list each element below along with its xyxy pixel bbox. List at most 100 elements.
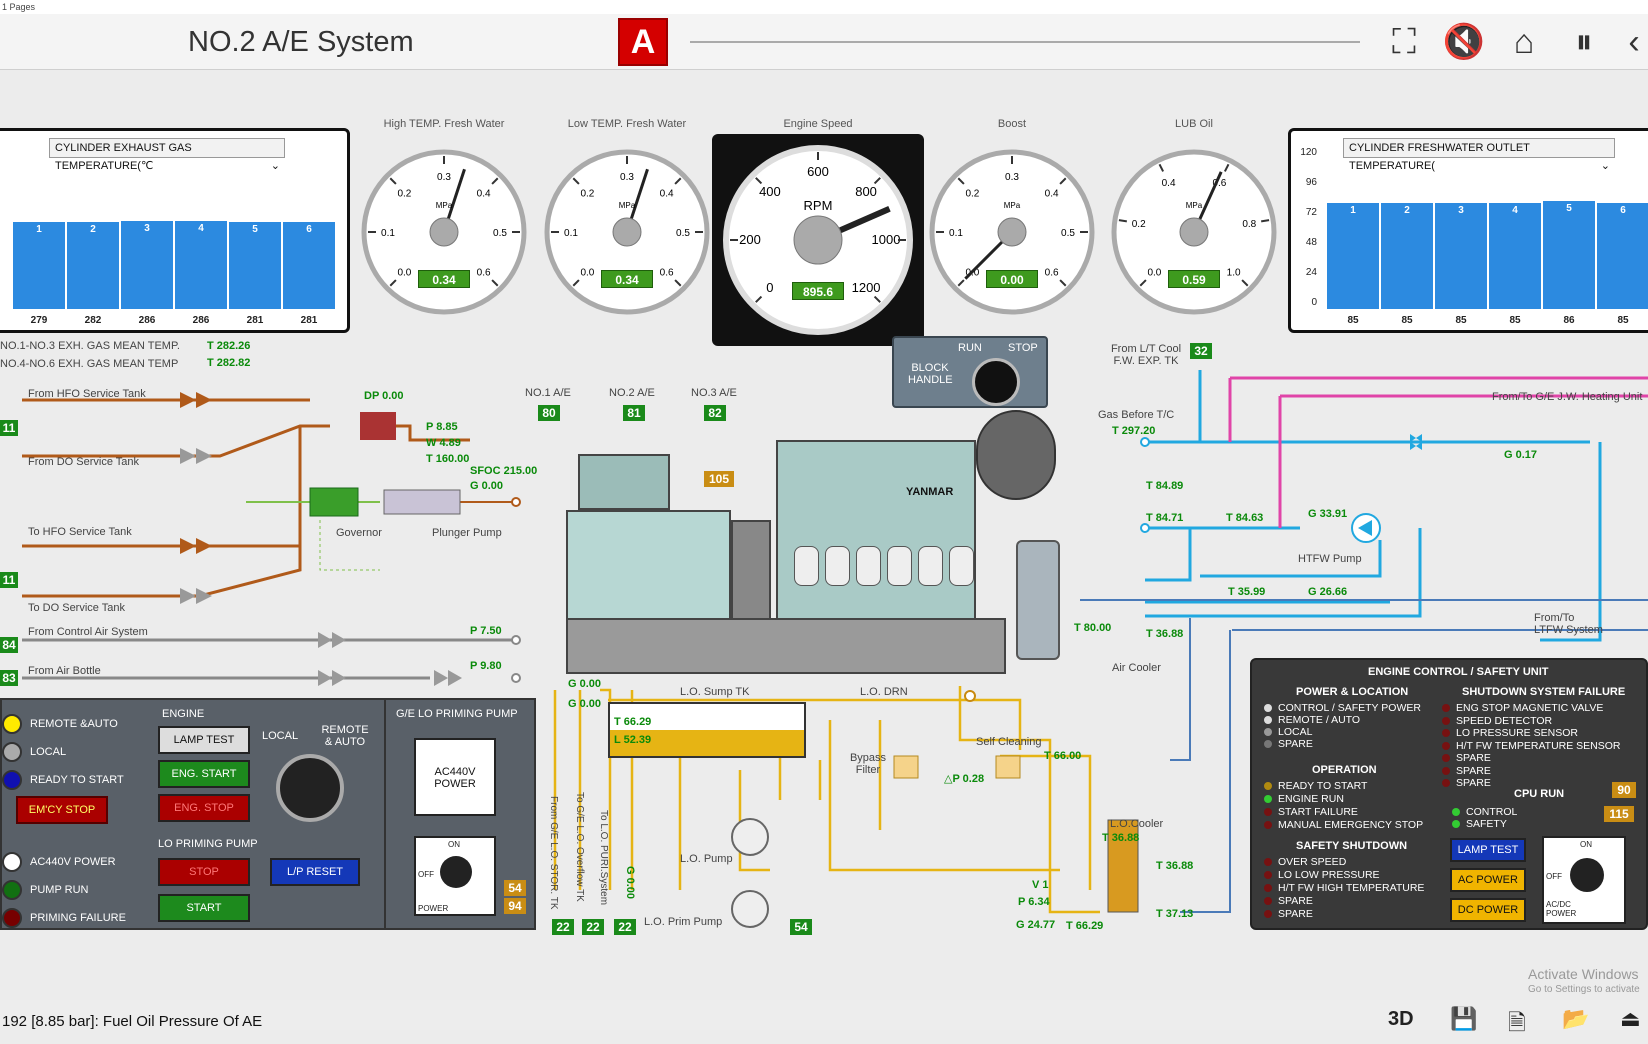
engine-label: ENGINE [162, 708, 205, 720]
gauge-title: Engine Speed [783, 118, 853, 130]
block-handle-knob[interactable] [972, 358, 1020, 406]
remote-auto-lamp [2, 714, 22, 734]
power-location-heading: POWER & LOCATION [1296, 686, 1409, 698]
lo-t6629b: T 66.29 [1066, 920, 1104, 932]
lo-prim-pump-label: L.O. Prim Pump [644, 916, 723, 928]
priming-failure-lamp [2, 908, 22, 928]
save-icon[interactable]: 💾 [1450, 1006, 1478, 1031]
gauge-tick: 200 [739, 232, 761, 247]
mute-icon[interactable]: 🔇 [1442, 23, 1486, 61]
local-label: LOCAL [30, 746, 67, 758]
lo-cooler-t2: T 36.88 [1156, 860, 1194, 872]
home-icon[interactable]: ⌂ [1513, 23, 1535, 61]
lo-pump-label: L.O. Pump [680, 853, 733, 865]
ac-power-button[interactable]: AC POWER [1450, 868, 1526, 892]
htfw-pump-label: HTFW Pump [1298, 553, 1362, 565]
gauge-value: 0.34 [601, 270, 653, 288]
freshwater-temp-chart: CYLINDER FRESHWATER OUTLET TEMPERATURE(⌄… [1288, 128, 1648, 333]
3d-view-button[interactable]: 3D [1388, 1008, 1414, 1030]
exhaust-bar [13, 222, 65, 309]
no1-ae-label: NO.1 A/E [525, 387, 571, 399]
exh-mean-value-2: T 282.82 [207, 357, 251, 369]
puri-label: To L.O. PURI.System [598, 810, 609, 906]
gas-tc-value: T 297.20 [1112, 425, 1156, 437]
remote-switch-label: REMOTE & AUTO [321, 724, 369, 748]
priming-box-94: 94 [504, 898, 526, 914]
gas-tc-label: Gas Before T/C [1098, 409, 1175, 421]
eng-stop-button[interactable]: ENG. STOP [158, 794, 250, 822]
report-icon[interactable]: 🗎 [1508, 1010, 1526, 1035]
gauge-value: 895.6 [792, 282, 844, 300]
safety-shutdown-indicator: LO LOW PRESSURE [1264, 869, 1380, 881]
exhaust-bar [283, 222, 335, 309]
gauge-tick: 0.1 [381, 228, 395, 239]
exhaust-bar-number: 4 [198, 222, 204, 234]
freshwater-ytick: 96 [1305, 177, 1317, 188]
switch-power-label: POWER [418, 904, 449, 913]
ecu-lamp-test-button[interactable]: LAMP TEST [1450, 838, 1526, 862]
no1-ae-value: 80 [538, 405, 560, 421]
freshwater-chart-selector[interactable]: CYLINDER FRESHWATER OUTLET TEMPERATURE(⌄ [1343, 138, 1615, 172]
gauge-tick: 0.2 [965, 188, 979, 199]
priming-power-switch-box[interactable]: ON OFF POWER [414, 836, 496, 916]
back-icon[interactable]: ‹ [1628, 23, 1640, 61]
shutdown-failure-indicator: SPARE [1442, 777, 1491, 789]
ecu-switch-off-label: OFF [1546, 872, 1562, 881]
plunger-label: Plunger Pump [432, 527, 502, 539]
gauge-tick: 1000 [872, 232, 901, 247]
gauge-value: 0.59 [1168, 270, 1220, 288]
freshwater-bar-value: 86 [1563, 315, 1575, 326]
freshwater-bar-value: 85 [1509, 315, 1521, 326]
exit-icon[interactable]: ⏏ [1620, 1006, 1641, 1031]
t8463-value: T 84.63 [1226, 512, 1264, 524]
pause-icon[interactable]: ⏸ [1575, 23, 1593, 61]
dc-power-button[interactable]: DC POWER [1450, 898, 1526, 922]
remote-auto-label: REMOTE &AUTO [30, 718, 118, 730]
lamp-test-button[interactable]: LAMP TEST [158, 726, 250, 754]
lo-box-22c: 22 [614, 919, 636, 935]
power-location-indicator: LOCAL [1264, 726, 1312, 738]
lo-box-54: 54 [790, 919, 812, 935]
gauge-tick: 0.6 [660, 268, 674, 279]
priming-power-knob[interactable] [440, 856, 472, 888]
priming-start-button[interactable]: START [158, 894, 250, 922]
ge-lo-priming-label: G/E LO PRIMING PUMP [396, 708, 518, 720]
watermark-title: Activate Windows [1528, 966, 1639, 982]
exhaust-bar [67, 222, 119, 309]
power-location-indicator: REMOTE / AUTO [1264, 714, 1360, 726]
shutdown-failure-indicator: SPARE [1442, 765, 1491, 777]
t6600-value: T 66.00 [1044, 750, 1082, 762]
acdc-power-knob[interactable] [1570, 858, 1604, 892]
freshwater-bar-number: 2 [1404, 204, 1410, 216]
freshwater-bar-number: 1 [1350, 204, 1356, 216]
local-remote-switch[interactable] [276, 754, 344, 822]
gauge-tick: 0.0 [1147, 268, 1161, 279]
no2-ae-label: NO.2 A/E [609, 387, 655, 399]
from-hfo-label: From HFO Service Tank [28, 388, 146, 400]
air-cooler-label: Air Cooler [1112, 662, 1161, 674]
alarm-button[interactable]: A [618, 18, 668, 66]
exhaust-bar-number: 5 [252, 224, 258, 235]
emcy-stop-button[interactable]: EM'CY STOP [16, 796, 108, 824]
priming-stop-button[interactable]: STOP [158, 858, 250, 886]
gauge-tick: 0 [766, 280, 773, 295]
exhaust-bar-value: 282 [84, 315, 102, 326]
gauge-value: 0.00 [986, 270, 1038, 288]
eng-start-button[interactable]: ENG. START [158, 760, 250, 788]
fit-screen-icon[interactable]: ⛶ [1392, 23, 1416, 61]
acdc-power-switch-box[interactable]: ON OFF AC/DC POWER [1542, 836, 1626, 924]
exhaust-bar-value: 281 [246, 315, 264, 326]
exhaust-chart-selector[interactable]: CYLINDER EXHAUST GAS TEMPERATURE(℃⌄ [49, 138, 285, 172]
gauge-tick: 0.6 [477, 268, 491, 279]
gauge-tick: 0.1 [949, 228, 963, 239]
fuel-box-1: 11 [0, 420, 18, 436]
fuel-w: W 4.89 [426, 437, 461, 449]
exhaust-bar-number: 3 [144, 222, 150, 234]
lp-reset-button[interactable]: L/P RESET [270, 858, 360, 886]
engine-brand: YANMAR [906, 486, 954, 498]
exhaust-bar-value: 286 [138, 315, 156, 326]
t3688-value: T 36.88 [1146, 628, 1184, 640]
folder-icon[interactable]: 📂 [1562, 1006, 1590, 1031]
g3391-value: G 33.91 [1308, 508, 1348, 520]
g2666-value: G 26.66 [1308, 586, 1348, 598]
